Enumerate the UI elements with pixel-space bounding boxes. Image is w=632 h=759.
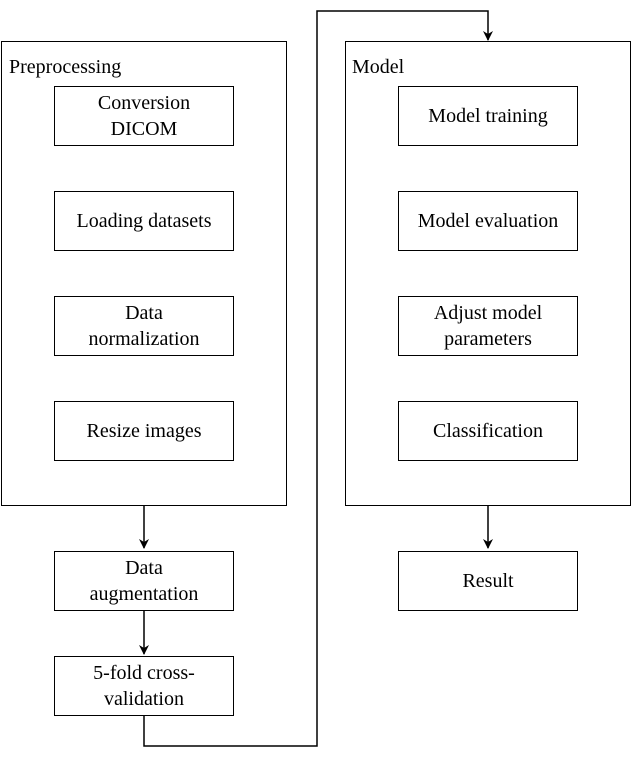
conversion-dicom-node: Conversion DICOM: [54, 86, 234, 146]
conversion-dicom-label: Conversion DICOM: [97, 92, 191, 140]
adjust-model-parameters-label: Adjust model parameters: [433, 302, 543, 350]
classification-label: Classification: [433, 420, 543, 442]
cross-validation-node: 5-fold cross- validation: [54, 656, 234, 716]
model-evaluation-node: Model evaluation: [398, 191, 578, 251]
model-training-label: Model training: [428, 105, 548, 127]
arrow-crossvalidation-to-model: [143, 10, 493, 747]
cross-validation-label: 5-fold cross- validation: [93, 662, 195, 710]
resize-images-node: Resize images: [54, 401, 234, 461]
adjust-model-parameters-node: Adjust model parameters: [398, 296, 578, 356]
data-normalization-node: Data normalization: [54, 296, 234, 356]
result-node: Result: [398, 551, 578, 611]
data-augmentation-label: Data augmentation: [89, 557, 199, 605]
model-evaluation-label: Model evaluation: [417, 210, 559, 232]
loading-datasets-label: Loading datasets: [76, 210, 212, 232]
classification-node: Classification: [398, 401, 578, 461]
data-augmentation-node: Data augmentation: [54, 551, 234, 611]
data-normalization-label: Data normalization: [88, 302, 200, 350]
resize-images-label: Resize images: [86, 420, 202, 442]
model-group-title: Model: [352, 56, 405, 78]
result-label: Result: [462, 570, 514, 592]
model-training-node: Model training: [398, 86, 578, 146]
preprocessing-group-title: Preprocessing: [9, 56, 122, 78]
loading-datasets-node: Loading datasets: [54, 191, 234, 251]
